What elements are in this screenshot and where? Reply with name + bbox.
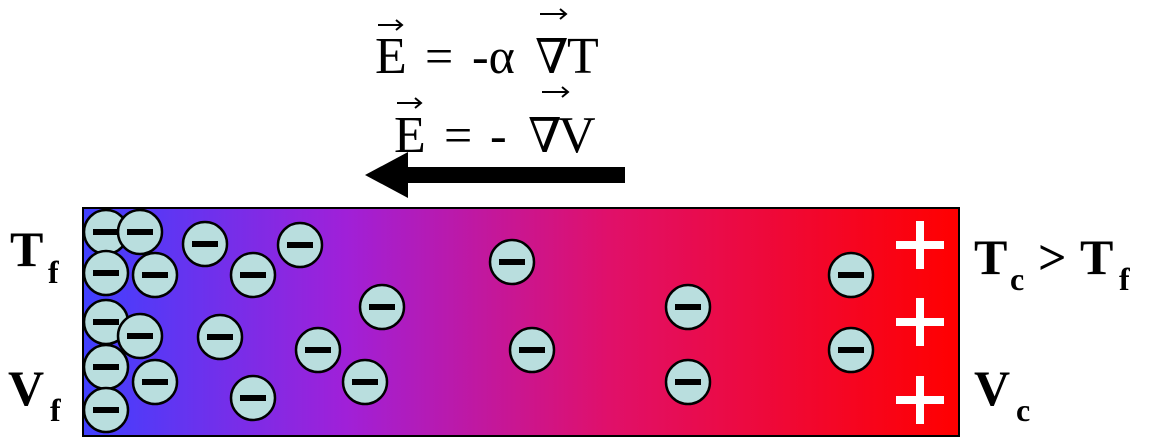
electron	[341, 358, 389, 406]
minus-sign	[240, 272, 266, 278]
vector-arrow-nabla1	[540, 8, 568, 20]
electron	[131, 251, 179, 299]
minus-sign	[675, 304, 701, 310]
label-tc-main: T	[974, 229, 1007, 285]
positive-charge	[896, 221, 944, 269]
minus-sign	[838, 347, 864, 353]
label-tf2-sub: f	[1119, 261, 1130, 297]
minus-sign	[93, 319, 119, 325]
minus-sign	[369, 304, 395, 310]
electron	[131, 358, 179, 406]
electron	[827, 326, 875, 374]
electron	[196, 313, 244, 361]
positive-charge	[896, 298, 944, 346]
label-cold-potential: V f	[8, 360, 61, 428]
eq2-equals: =	[444, 107, 472, 163]
plus-vertical	[916, 376, 924, 424]
electron	[82, 386, 130, 434]
electron	[358, 283, 406, 331]
minus-sign	[675, 379, 701, 385]
electric-field-arrow	[365, 152, 625, 198]
label-tf-sub: f	[48, 254, 59, 290]
eq1-nabla: ∇	[535, 31, 569, 84]
electron	[508, 326, 556, 374]
eq1-lhs: E	[375, 28, 407, 85]
electron	[664, 283, 712, 331]
minus-sign	[192, 241, 218, 247]
minus-sign	[127, 333, 153, 339]
minus-sign	[287, 242, 313, 248]
eq1-equals: =	[425, 28, 453, 84]
positive-charge-group	[896, 221, 944, 424]
label-tf-main: T	[10, 221, 43, 277]
minus-sign	[142, 379, 168, 385]
minus-sign	[127, 229, 153, 235]
eq2-variable: V	[558, 107, 596, 164]
electron	[116, 208, 164, 256]
vector-arrow-nabla2	[542, 86, 570, 98]
label-hot-temperature: T c > T f	[974, 229, 1130, 297]
label-tf2-main: T	[1080, 229, 1113, 285]
minus-sign	[93, 364, 119, 370]
label-vc-sub: c	[1016, 392, 1030, 428]
minus-sign	[499, 259, 525, 265]
plus-vertical	[916, 298, 924, 346]
minus-sign	[240, 395, 266, 401]
label-vf-sub: f	[50, 392, 61, 428]
label-greater-than: >	[1038, 229, 1067, 285]
electron	[229, 374, 277, 422]
vector-arrow-e1	[378, 19, 404, 31]
label-hot-potential: V c	[974, 360, 1030, 428]
electron-group	[82, 208, 875, 434]
electron	[82, 249, 130, 297]
electron	[827, 251, 875, 299]
minus-sign	[142, 272, 168, 278]
equation-gradient-temperature: E = -α ∇ T	[375, 8, 599, 85]
label-cold-temperature: T f	[10, 221, 59, 290]
positive-charge	[896, 376, 944, 424]
electron	[229, 251, 277, 299]
minus-sign	[93, 229, 119, 235]
electron	[276, 221, 324, 269]
eq1-variable: T	[567, 28, 599, 85]
eq1-coefficient: -α	[472, 28, 515, 84]
vector-arrow-e2	[397, 97, 423, 109]
minus-sign	[207, 334, 233, 340]
minus-sign	[519, 347, 545, 353]
electron	[294, 326, 342, 374]
plus-vertical	[916, 221, 924, 269]
electron	[488, 238, 536, 286]
minus-sign	[93, 270, 119, 276]
equation-gradient-potential: E = - ∇ V	[394, 86, 596, 164]
minus-sign	[352, 379, 378, 385]
electron	[82, 343, 130, 391]
eq2-lhs: E	[394, 107, 426, 164]
label-tc-sub: c	[1010, 261, 1024, 297]
minus-sign	[93, 407, 119, 413]
electron	[116, 312, 164, 360]
label-vf-main: V	[8, 360, 44, 416]
minus-sign	[838, 272, 864, 278]
eq2-nabla: ∇	[528, 110, 562, 163]
electron	[181, 220, 229, 268]
electron	[664, 358, 712, 406]
eq2-coefficient: -	[490, 107, 507, 163]
minus-sign	[305, 347, 331, 353]
label-vc-main: V	[974, 360, 1010, 416]
